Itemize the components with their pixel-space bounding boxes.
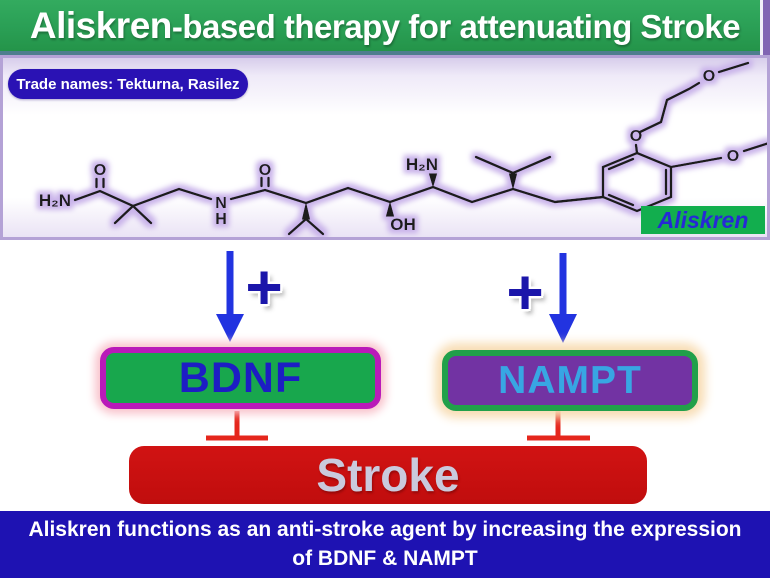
atom-label-amide-h2n: H₂N: [39, 191, 71, 210]
benzene-double-bonds: [607, 157, 668, 207]
structure-panel: H₂N O N H O OH H₂N O O O Trade names: Te…: [0, 55, 770, 240]
stroke-box: Stroke: [129, 446, 647, 504]
aliskiren-structure-drawing: H₂N O N H O OH H₂N O O O: [39, 61, 767, 236]
double-bond-carbonyl-2: [260, 176, 270, 188]
caption-line-2: of BDNF & NAMPT: [292, 546, 478, 570]
bond-isopropyl-1: [287, 217, 325, 236]
atom-label-hydroxyl: OH: [390, 215, 416, 234]
atom-label-ring-o: O: [630, 128, 642, 145]
trade-names-badge: Trade names: Tekturna, Rasilez: [8, 69, 248, 99]
bond-propoxy-methyl: [717, 61, 750, 74]
bond-methoxy: [669, 156, 723, 169]
caption-bar: Aliskren functions as an anti-stroke age…: [0, 511, 770, 578]
atom-label-propoxy-o: O: [703, 68, 715, 85]
bdnf-label: BDNF: [178, 353, 303, 402]
wedge-isopropyl-2: [508, 173, 518, 189]
bond-chain-left: [73, 187, 213, 208]
stroke-label: Stroke: [316, 449, 460, 501]
plus-sign-right: +: [506, 256, 544, 328]
page-title: Aliskren -based therapy for attenuating …: [29, 4, 741, 47]
compound-name-badge: Aliskren: [641, 206, 765, 234]
bond-dimethyl: [113, 204, 153, 225]
atom-label-amide-n: N: [215, 195, 227, 212]
bond-methoxy-methyl: [742, 142, 767, 153]
atom-label-amine-h2n: H₂N: [406, 155, 438, 174]
atom-label-amide-h: H: [215, 211, 227, 228]
right-accent-strip: [760, 0, 770, 55]
atom-label-methoxy-o: O: [727, 148, 739, 165]
inhibition-tbar-left: [206, 411, 268, 441]
page-title-emphasis: Aliskren: [29, 4, 173, 46]
bdnf-box: BDNF: [100, 347, 381, 409]
molecule-skeleton: H₂N O N H O OH H₂N O O O: [39, 61, 767, 236]
wedge-amine: [428, 173, 438, 188]
title-bar: Aliskren -based therapy for attenuating …: [0, 0, 770, 55]
inhibition-tbar-right: [527, 410, 590, 441]
atom-label-carbonyl-o-2: O: [259, 162, 271, 179]
caption-line-1: Aliskren functions as an anti-stroke age…: [28, 517, 742, 541]
down-arrow-right: [549, 253, 577, 343]
benzene-ring: [601, 151, 673, 213]
bond-chain-main: [229, 185, 605, 205]
bond-isopropyl-2: [474, 155, 552, 175]
plus-sign-left: +: [245, 251, 283, 323]
page-title-rest: -based therapy for attenuating Stroke: [171, 7, 741, 45]
bond-ring-oxygen: [634, 143, 639, 155]
wedge-isopropyl-1: [301, 203, 311, 220]
wedge-hydroxyl: [385, 201, 395, 217]
nampt-box: NAMPT: [442, 350, 698, 411]
bond-propoxy: [638, 81, 701, 134]
atom-label-carbonyl-o-1: O: [94, 162, 106, 179]
double-bond-carbonyl-1: [95, 177, 105, 189]
nampt-label: NAMPT: [498, 358, 642, 402]
